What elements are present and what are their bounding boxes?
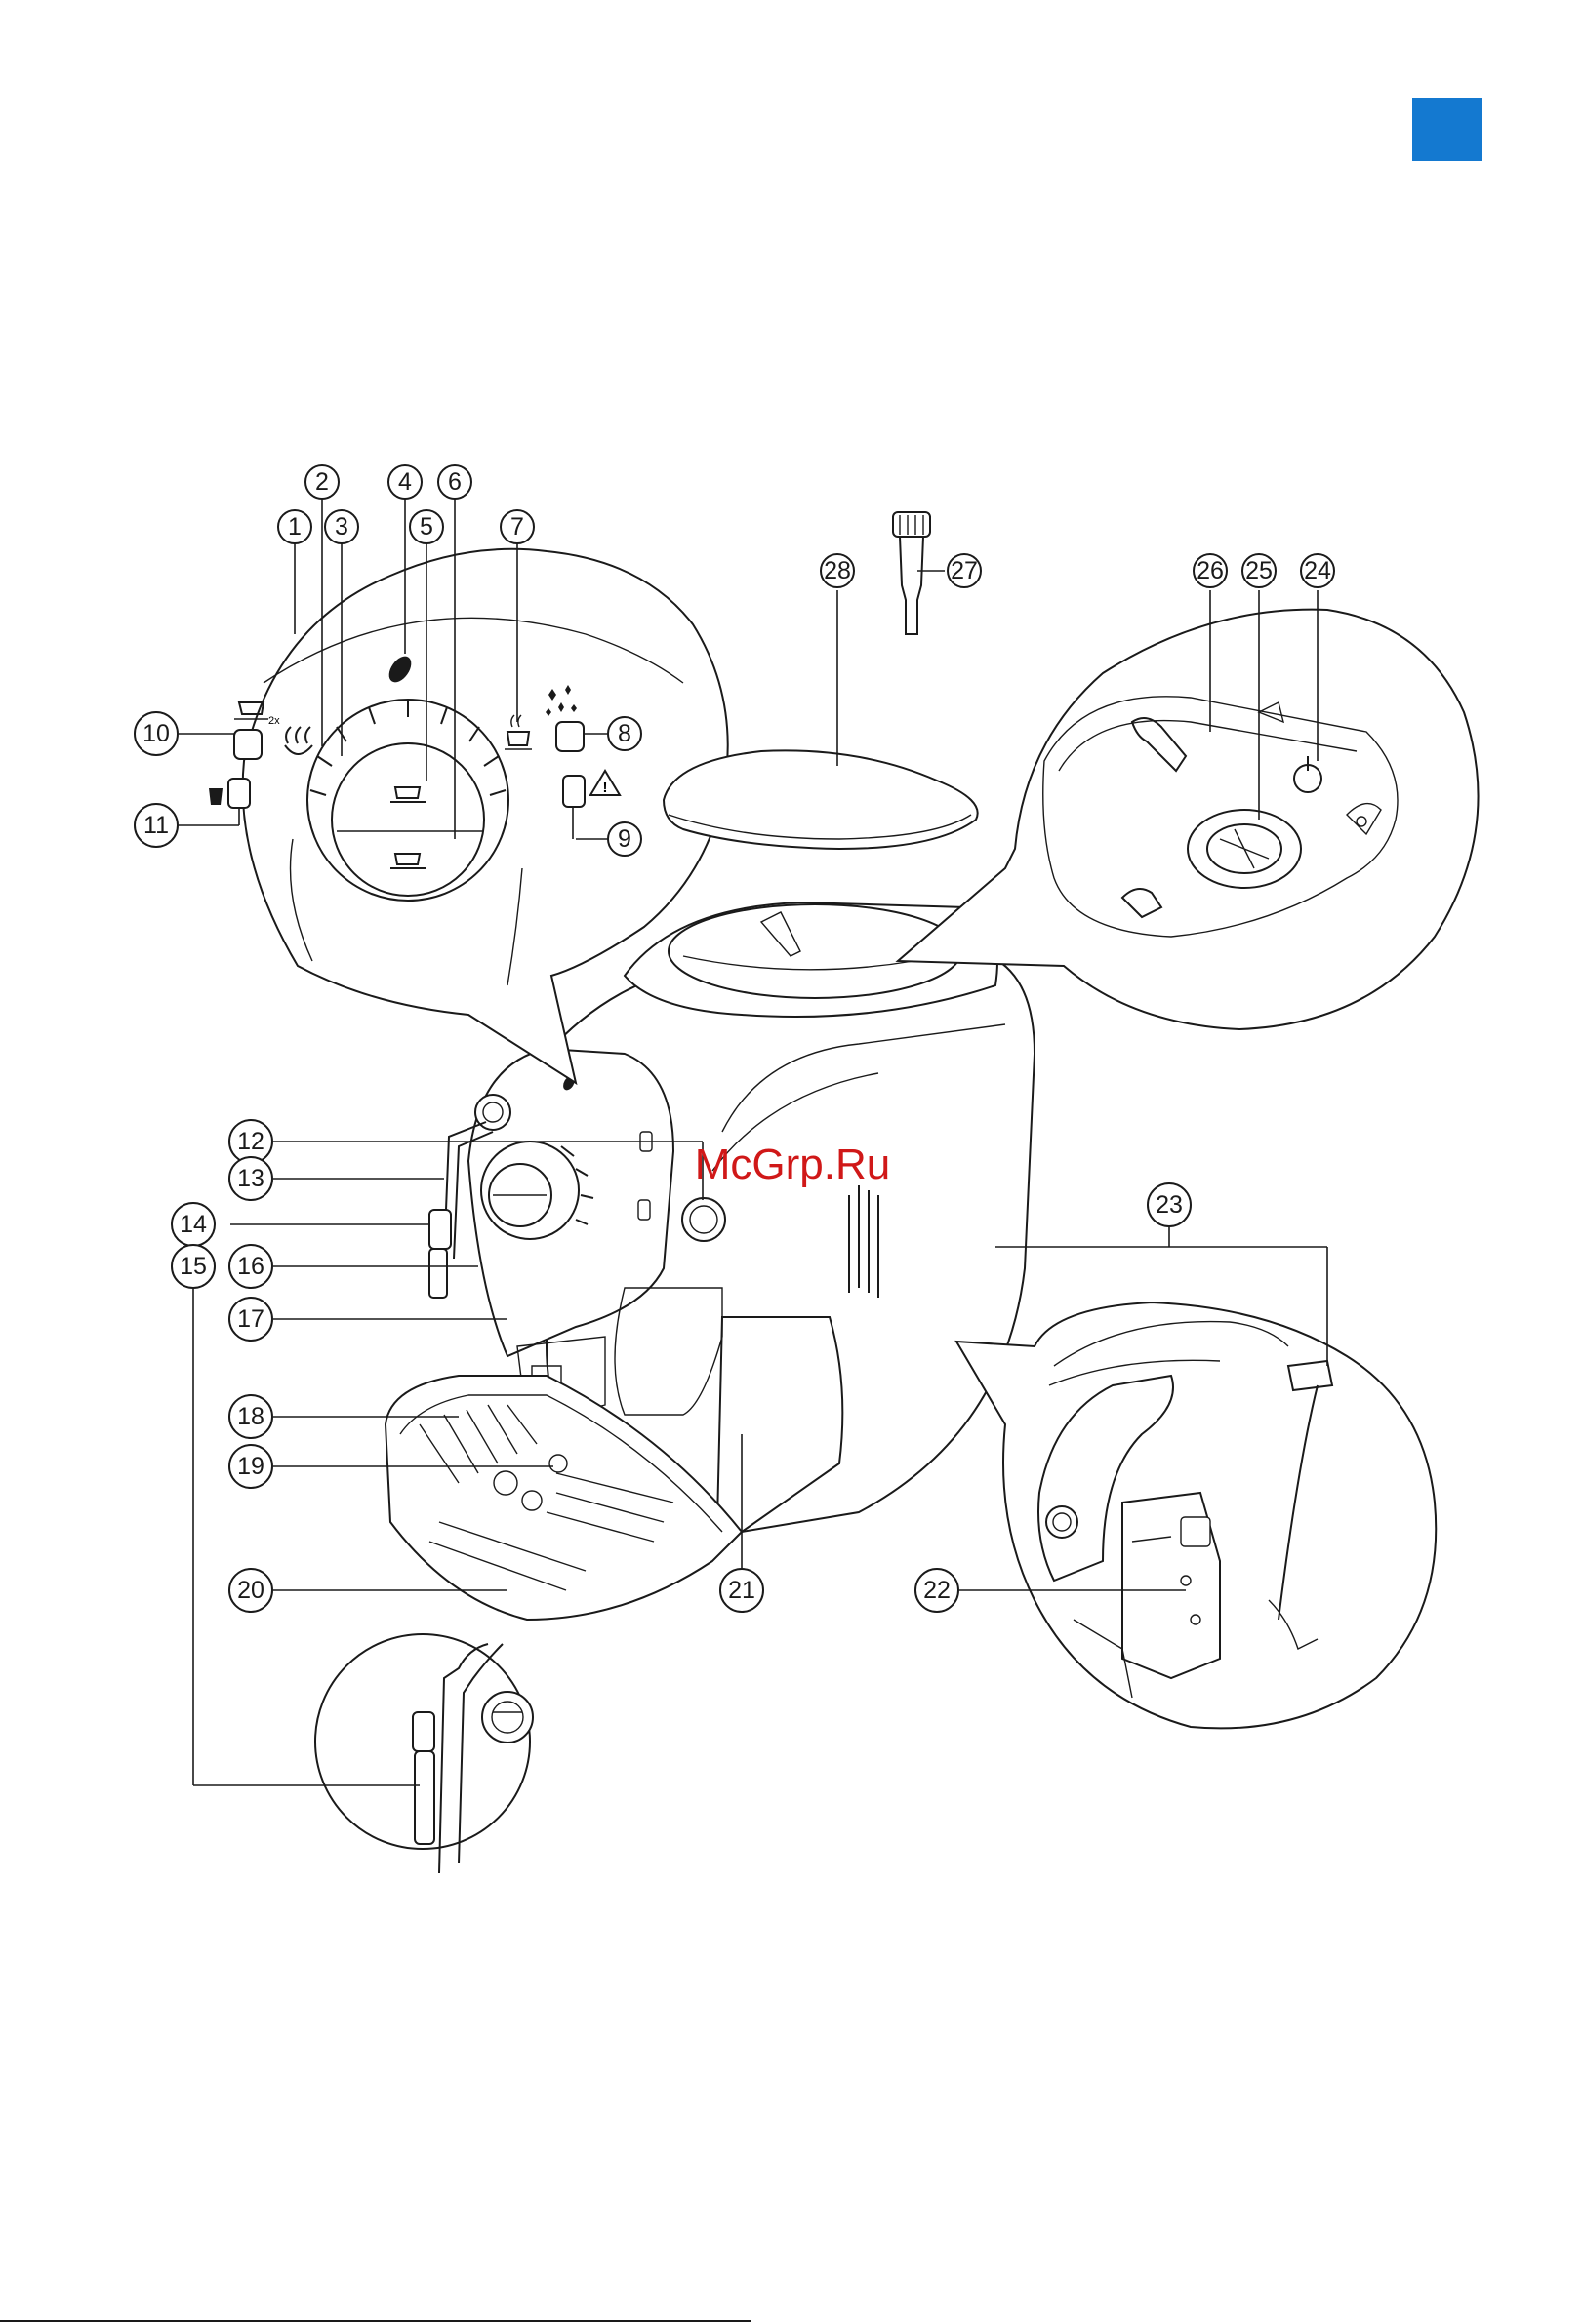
warning-icon: ! (603, 780, 608, 796)
svg-text:1: 1 (288, 513, 302, 541)
svg-text:24: 24 (1304, 557, 1331, 584)
callout-5: 5 (410, 510, 443, 543)
callout-14: 14 (172, 1203, 215, 1246)
svg-text:3: 3 (335, 513, 348, 541)
callout-6: 6 (438, 465, 471, 499)
svg-text:19: 19 (237, 1453, 264, 1480)
svg-text:4: 4 (398, 468, 412, 496)
svg-text:6: 6 (448, 468, 462, 496)
hopper-lid (664, 750, 978, 849)
svg-text:10: 10 (142, 720, 170, 747)
svg-text:23: 23 (1156, 1191, 1183, 1219)
svg-text:8: 8 (618, 720, 631, 747)
svg-text:12: 12 (237, 1128, 264, 1155)
svg-text:16: 16 (237, 1253, 264, 1280)
brew-group-zoom (956, 1302, 1436, 1728)
svg-text:5: 5 (420, 513, 433, 541)
callout-1: 1 (278, 510, 311, 543)
svg-text:11: 11 (143, 812, 169, 839)
callout-28: 28 (821, 554, 854, 587)
callout-17: 17 (229, 1298, 272, 1341)
callout-25: 25 (1242, 554, 1276, 587)
callout-13: 13 (229, 1157, 272, 1200)
callout-24: 24 (1301, 554, 1334, 587)
callout-16: 16 (229, 1245, 272, 1288)
callout-4: 4 (388, 465, 422, 499)
svg-text:28: 28 (824, 557, 851, 584)
page-bottom-rule (0, 2320, 751, 2322)
svg-text:7: 7 (510, 513, 524, 541)
callout-2: 2 (305, 465, 339, 499)
svg-text:17: 17 (237, 1305, 264, 1333)
callout-15: 15 (172, 1245, 215, 1288)
callout-8: 8 (608, 717, 641, 750)
callout-9: 9 (608, 822, 641, 856)
callout-27: 27 (948, 554, 981, 587)
callout-10: 10 (135, 712, 178, 755)
callout-20: 20 (229, 1569, 272, 1612)
svg-text:25: 25 (1245, 557, 1273, 584)
svg-text:9: 9 (618, 825, 631, 853)
steam-wand-zoom (315, 1634, 533, 1873)
svg-text:27: 27 (951, 557, 978, 584)
callout-22: 22 (915, 1569, 958, 1612)
callout-18: 18 (229, 1395, 272, 1438)
callout-21: 21 (720, 1569, 763, 1612)
callout-3: 3 (325, 510, 358, 543)
svg-text:18: 18 (237, 1403, 264, 1430)
svg-text:15: 15 (180, 1253, 207, 1280)
callout-26: 26 (1194, 554, 1227, 587)
svg-text:22: 22 (923, 1577, 951, 1604)
svg-text:13: 13 (237, 1165, 264, 1192)
svg-text:21: 21 (728, 1577, 755, 1604)
callout-19: 19 (229, 1445, 272, 1488)
svg-text:26: 26 (1197, 557, 1224, 584)
callout-23: 23 (1148, 1183, 1191, 1226)
grind-key (893, 512, 930, 634)
svg-text:20: 20 (237, 1577, 264, 1604)
callout-7: 7 (501, 510, 534, 543)
callout-11: 11 (135, 804, 178, 847)
svg-text:2: 2 (315, 468, 329, 496)
watermark-text: McGrp.Ru (695, 1141, 890, 1188)
svg-text:14: 14 (180, 1211, 207, 1238)
double-cup-label: 2x (268, 715, 280, 727)
